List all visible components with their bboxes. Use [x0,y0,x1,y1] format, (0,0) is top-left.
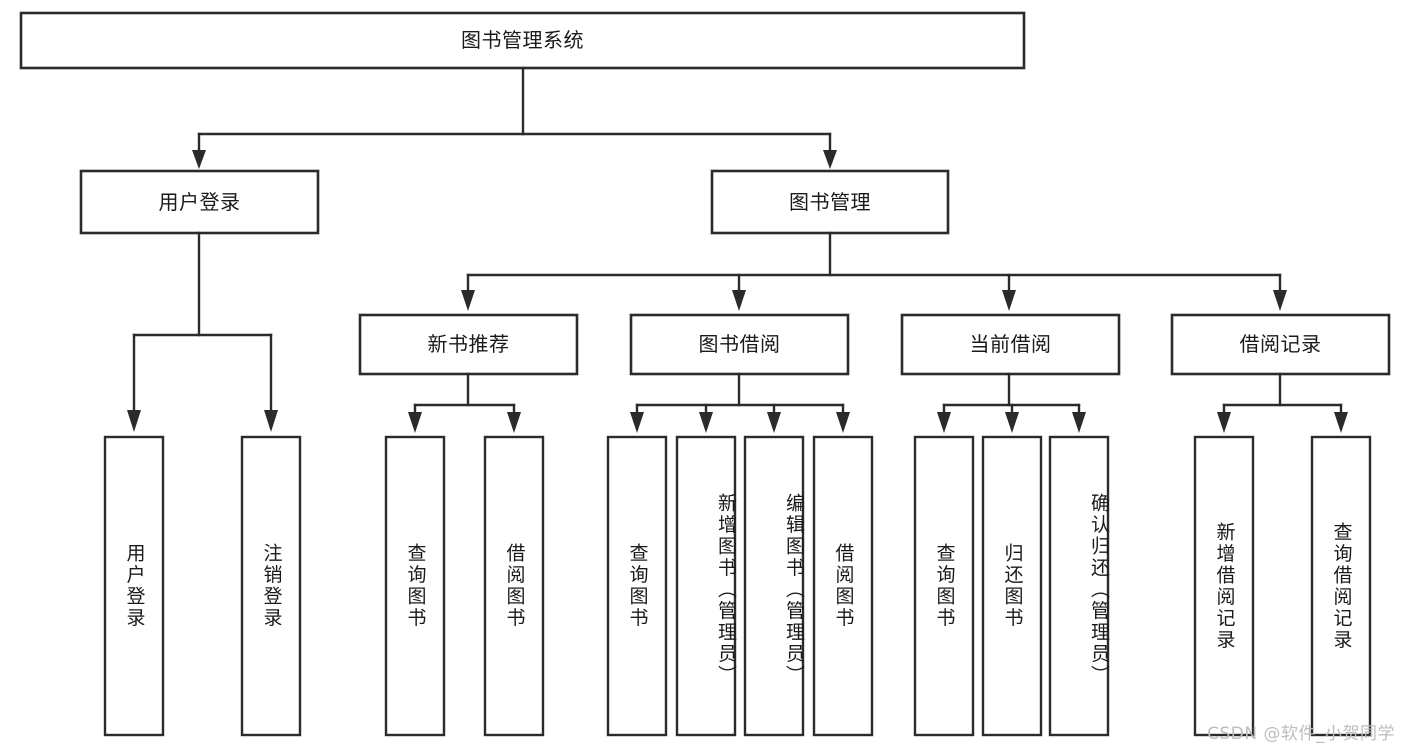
node-box-leaf-query-borrow-record[interactable] [1310,435,1372,737]
node-box-leaf-edit-book-admin[interactable] [743,435,805,737]
arrow-head-leaf-logout-login [264,410,278,432]
node-box-book-borrow[interactable] [629,313,850,376]
arrow-head-leaf-add-book-admin [699,412,713,433]
arrow-head-book-borrow [732,290,746,311]
node-box-leaf-borrow-book-1[interactable] [483,435,545,737]
arrow-head-leaf-query-borrow-record [1334,412,1348,433]
node-box-new-book-recommend[interactable] [358,313,579,376]
arrow-head-leaf-return-book [1005,412,1019,433]
node-box-current-borrow[interactable] [900,313,1121,376]
node-box-leaf-borrow-book-2[interactable] [812,435,874,737]
node-box-leaf-add-book-admin[interactable] [675,435,737,737]
arrow-head-leaf-borrow-book-1 [507,412,521,433]
arrow-head-current-borrow [1002,290,1016,311]
arrow-head-leaf-borrow-book-2 [836,412,850,433]
node-box-leaf-add-borrow-record[interactable] [1193,435,1255,737]
node-box-leaf-logout-login[interactable] [240,435,302,737]
node-box-leaf-return-book[interactable] [981,435,1043,737]
node-box-leaf-query-book-2[interactable] [606,435,668,737]
node-box-user-login[interactable] [79,169,320,235]
node-box-book-management[interactable] [710,169,950,235]
arrow-head-leaf-query-book-3 [937,412,951,433]
arrow-head-leaf-edit-book-admin [767,412,781,433]
node-box-borrow-record[interactable] [1170,313,1391,376]
node-box-leaf-query-book-1[interactable] [384,435,446,737]
arrow-head-leaf-confirm-return-admin [1072,412,1086,433]
arrow-head-borrow-record [1273,290,1287,311]
watermark-text: CSDN @软件_小贺同学 [1207,724,1395,744]
arrow-head-leaf-add-borrow-record [1217,412,1231,433]
arrow-head-leaf-query-book-1 [408,412,422,433]
node-box-root[interactable] [19,11,1026,70]
node-box-leaf-confirm-return-admin[interactable] [1048,435,1110,737]
arrow-head-book-management [823,150,837,169]
arrow-head-leaf-user-login [127,410,141,432]
node-box-leaf-query-book-3[interactable] [913,435,975,737]
node-box-leaf-user-login[interactable] [103,435,165,737]
arrow-head-user-login [192,150,206,169]
arrow-head-new-book-recommend [461,290,475,311]
arrow-head-leaf-query-book-2 [630,412,644,433]
